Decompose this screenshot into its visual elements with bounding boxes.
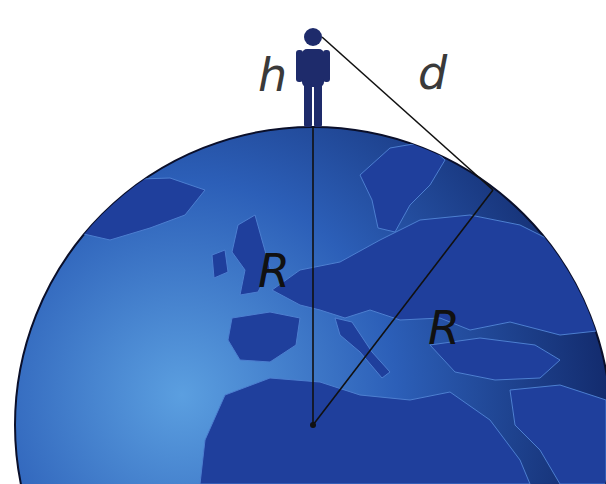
- sight-line: [322, 37, 493, 190]
- radius-label: R: [258, 248, 290, 294]
- person: [296, 28, 330, 127]
- continents: [60, 142, 606, 484]
- radius-line: [313, 190, 493, 425]
- radius-label: R: [428, 305, 460, 351]
- height-label: h: [258, 52, 287, 98]
- radius-line: [312, 127, 314, 425]
- globe: [15, 127, 606, 484]
- distance-label: d: [418, 50, 447, 96]
- earth-center: [310, 422, 316, 428]
